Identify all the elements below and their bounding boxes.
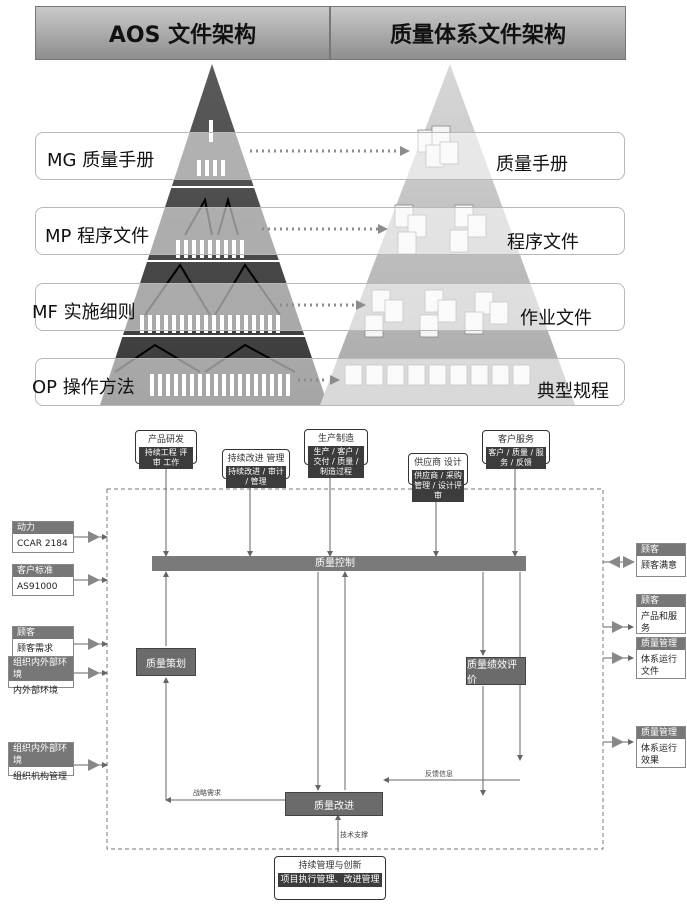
output-box-2: 顾客产品和服务 [636,594,686,634]
top-box-title: 生产制造 [317,434,354,444]
input-title: 顾客 [13,627,73,639]
input-box-4: 组织内外部环境内外部环境 [8,656,74,696]
top-box-body: 持续工程 评审 工作 [139,447,193,469]
level-band-mg [35,132,625,180]
input-box-2: 客户标准 AS91000 [12,564,74,596]
top-box-title: 客户服务 [497,435,534,445]
improvement-box: 质量改进 [285,792,383,816]
level-band-op [35,358,625,406]
output-body: 顾客满意 [641,561,678,571]
top-box-title: 持续改进 管理 [227,454,285,464]
input-title: 组织内外部环境 [9,743,73,767]
quality-level-procedure: 程序文件 [507,232,579,253]
top-box-title: 供应商 设计 [414,458,462,468]
input-box-3: 顾客顾客需求 [12,626,74,658]
level-band-mp [35,207,625,255]
aos-level-op: OP 操作方法 [32,377,135,398]
output-title: 顾客 [637,544,685,556]
top-box-body: 客户 / 质量 / 服务 / 反馈 [486,447,546,469]
process-boundary [106,488,604,850]
planning-box: 质量策划 [136,648,196,676]
level-band-mf [35,283,625,331]
input-body: 顾客需求 [17,644,54,654]
quality-level-manual: 质量手册 [496,154,568,175]
quality-level-work: 作业文件 [520,308,592,329]
input-body: CCAR 2184 [17,539,68,549]
aos-level-mp: MP 程序文件 [45,226,150,247]
input-box-5: 组织内外部环境组织机构管理 [8,742,74,782]
output-body: 体系运行文件 [641,655,678,677]
input-title: 客户标准 [13,565,73,577]
label-feedback: 反馈信息 [425,770,453,778]
top-box-improve: 持续改进 管理持续改进 / 审计 / 管理 [222,449,290,488]
top-box-service: 客户服务客户 / 质量 / 服务 / 反馈 [482,430,550,469]
aos-level-mg: MG 质量手册 [47,150,155,171]
quality-header: 质量体系文件架构 [330,6,626,60]
top-box-body: 供应商 / 采购 管理 / 设计评审 [412,470,464,502]
quality-level-typical: 典型规程 [537,381,609,402]
input-box-1: 动力 CCAR 2184 [12,521,74,553]
top-box-body: 持续改进 / 审计 / 管理 [226,466,286,488]
bottom-box-body: 项目执行管理、改进管理 [278,873,382,887]
label-support: 技术支撑 [340,831,368,839]
bottom-box-title: 持续管理与创新 [298,861,362,871]
input-body: 组织机构管理 [13,772,68,782]
top-box-rd: 产品研发持续工程 评审 工作 [135,430,197,469]
output-title: 质量管理 [637,638,685,650]
aos-level-mf: MF 实施细则 [32,302,136,323]
output-box-1: 顾客顾客满意 [636,543,686,577]
top-box-supplier: 供应商 设计供应商 / 采购 管理 / 设计评审 [408,453,468,502]
bottom-box: 持续管理与创新项目执行管理、改进管理 [274,856,386,900]
quality-control-label: 质量控制 [315,558,355,569]
input-title: 组织内外部环境 [9,657,73,681]
output-title: 顾客 [637,595,685,607]
top-box-body: 生产 / 客户 / 交付 / 质量 / 制造过程 [308,446,364,478]
input-body: 内外部环境 [13,686,59,696]
evaluation-box: 质量绩效评价 [466,657,526,686]
aos-header: AOS 文件架构 [35,6,330,60]
top-box-title: 产品研发 [147,435,184,445]
output-box-3: 质量管理体系运行文件 [636,637,686,679]
output-body: 体系运行效果 [641,744,678,766]
output-body: 产品和服务 [641,612,678,634]
output-box-4: 质量管理体系运行效果 [636,726,686,768]
output-title: 质量管理 [637,727,685,739]
label-demand: 战略需求 [193,789,221,797]
top-box-production: 生产制造生产 / 客户 / 交付 / 质量 / 制造过程 [304,429,368,478]
quality-control-bar [152,556,526,571]
input-body: AS91000 [17,582,58,592]
input-title: 动力 [13,522,73,534]
